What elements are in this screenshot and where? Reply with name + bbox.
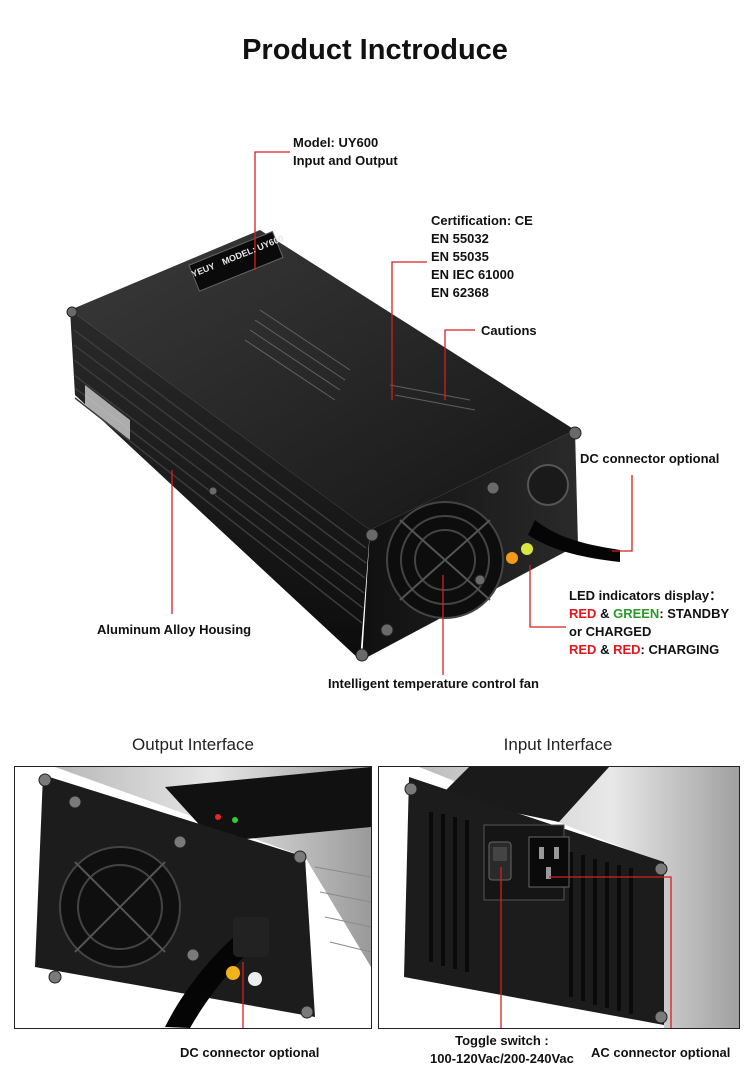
cert-line-1: Certification: CE bbox=[431, 213, 533, 228]
led-charging-text: : CHARGING bbox=[640, 642, 720, 657]
output-dc-connector-caption: DC connector optional bbox=[180, 1045, 320, 1060]
certification-callout: Certification: CE EN 55032 EN 55035 EN I… bbox=[431, 212, 533, 302]
screws bbox=[66, 306, 582, 662]
cooling-fan bbox=[386, 501, 504, 619]
cautions-callout: Cautions bbox=[481, 323, 537, 338]
vent-slots bbox=[429, 812, 633, 1014]
led-standby-text: : STANDBY bbox=[659, 606, 730, 621]
toggle-caption-line1: Toggle switch : bbox=[455, 1033, 549, 1048]
cert-line-2: EN 55032 bbox=[431, 231, 489, 246]
cert-line-3: EN 55035 bbox=[431, 249, 489, 264]
led-amp: & bbox=[596, 606, 614, 621]
led-yellow bbox=[521, 543, 533, 555]
led-red-text: RED bbox=[569, 606, 597, 621]
led-line-1: LED indicators display： bbox=[569, 588, 723, 603]
led-amp-2: & bbox=[596, 642, 614, 657]
main-product-illustration bbox=[66, 151, 633, 675]
housing-top-face bbox=[70, 230, 575, 530]
led-red-text-1: RED bbox=[569, 642, 597, 657]
model-callout-line1: Model: UY600 bbox=[293, 135, 379, 150]
output-interface-title: Output Interface bbox=[132, 735, 254, 754]
led-line-3: or CHARGED bbox=[569, 624, 652, 639]
led-indicators-callout: LED indicators display： RED & GREEN: STA… bbox=[569, 587, 729, 659]
dc-connector-callout: DC connector optional bbox=[580, 451, 720, 466]
model-callout-line2: Input and Output bbox=[293, 153, 398, 168]
input-interface-title: Input Interface bbox=[503, 735, 613, 754]
led-line-2: RED & GREEN: STANDBY bbox=[569, 605, 729, 623]
leader-lines bbox=[171, 151, 633, 675]
led-orange bbox=[506, 552, 518, 564]
housing-callout: Aluminum Alloy Housing bbox=[97, 622, 252, 637]
model-callout: Model: UY600 Input and Output bbox=[293, 134, 398, 170]
cert-line-4: EN IEC 61000 bbox=[431, 267, 515, 282]
page-title: Product Inctroduce bbox=[242, 34, 508, 66]
ac-connector-caption: AC connector optional bbox=[591, 1045, 731, 1060]
ac-socket bbox=[528, 836, 570, 888]
fan-callout: Intelligent temperature control fan bbox=[328, 676, 539, 691]
output-led-white bbox=[248, 972, 262, 986]
led-line-4: RED & RED: CHARGING bbox=[569, 641, 729, 659]
output-interface-photo bbox=[14, 766, 372, 1029]
toggle-caption-line2: 100-120Vac/200-240Vac bbox=[430, 1051, 574, 1066]
output-led-orange bbox=[226, 966, 240, 980]
toggle-switch-caption: Toggle switch : 100-120Vac/200-240Vac bbox=[430, 1032, 574, 1068]
led-green-text: GREEN bbox=[613, 606, 660, 621]
dc-connector bbox=[527, 464, 620, 562]
top-label bbox=[188, 230, 284, 292]
cert-line-5: EN 62368 bbox=[431, 285, 489, 300]
input-interface-photo bbox=[378, 766, 740, 1029]
led-red-text-2: RED bbox=[613, 642, 641, 657]
